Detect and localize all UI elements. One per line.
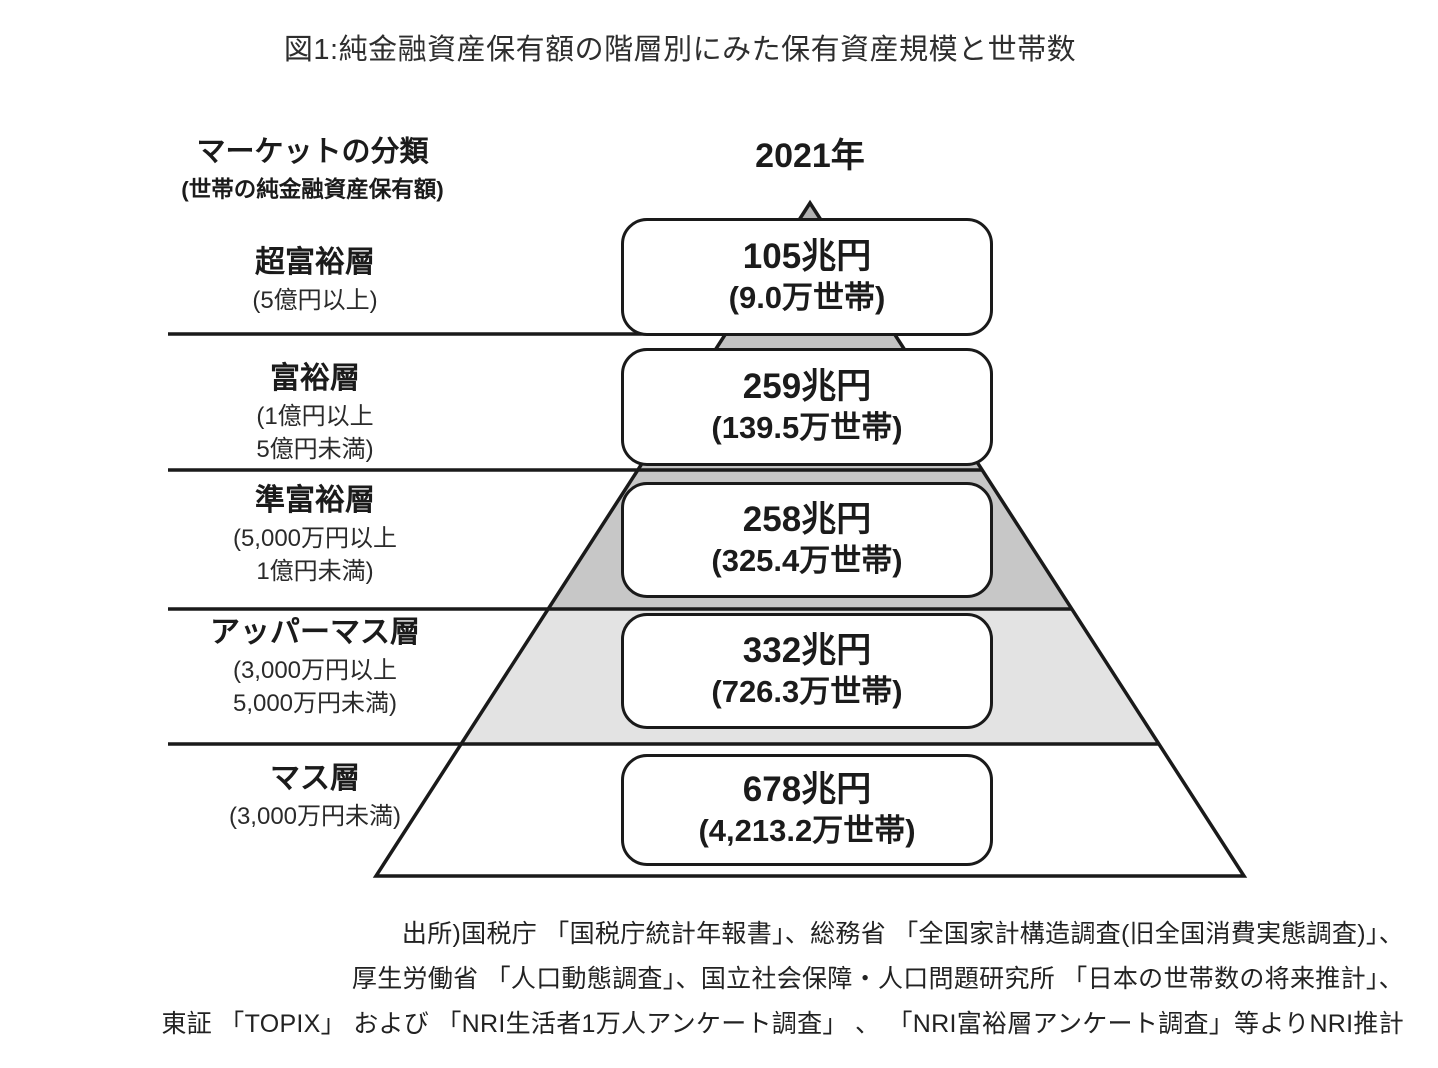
market-classification-header: マーケットの分類 (世帯の純金融資産保有額) bbox=[110, 130, 515, 206]
tier-households-value: (9.0万世帯) bbox=[728, 280, 886, 315]
tier-name: 準富裕層 bbox=[255, 484, 375, 517]
tier-name: マス層 bbox=[270, 762, 360, 795]
tier-assets-value: 332兆円 bbox=[742, 631, 872, 670]
tier-assets-value: 678兆円 bbox=[742, 770, 872, 809]
tier-label-upper-mass: アッパーマス層 (3,000万円以上 5,000万円未満) bbox=[145, 612, 485, 720]
tier-label-jun-fuyuso: 準富裕層 (5,000万円以上 1億円未満) bbox=[145, 480, 485, 588]
market-classification-sublabel: (世帯の純金融資産保有額) bbox=[181, 177, 444, 202]
tier-label-fuyuso: 富裕層 (1億円以上 5億円未満) bbox=[145, 358, 485, 466]
tier-range: (3,000万円以上 bbox=[232, 657, 398, 684]
tier-box-upper-mass: 332兆円 (726.3万世帯) bbox=[621, 613, 993, 729]
source-line-2: 厚生労働省 「人口動態調査」、国立社会保障・人口問題研究所 「日本の世帯数の将来… bbox=[351, 965, 1404, 993]
tier-name: アッパーマス層 bbox=[210, 616, 420, 649]
tier-assets-value: 105兆円 bbox=[742, 237, 872, 276]
tier-range: 1億円未満) bbox=[256, 558, 374, 585]
tier-box-jun-fuyuso: 258兆円 (325.4万世帯) bbox=[621, 482, 993, 598]
tier-range: (5億円以上) bbox=[252, 287, 378, 314]
tier-box-cho-fuyuso: 105兆円 (9.0万世帯) bbox=[621, 218, 993, 336]
tier-label-mass: マス層 (3,000万円未満) bbox=[145, 758, 485, 833]
source-line-3: 東証 「TOPIX」 および 「NRI生活者1万人アンケート調査」 、 「NRI… bbox=[161, 1010, 1404, 1038]
tier-box-fuyuso: 259兆円 (139.5万世帯) bbox=[621, 348, 993, 466]
tier-name: 超富裕層 bbox=[255, 246, 375, 279]
tier-households-value: (139.5万世帯) bbox=[711, 410, 903, 445]
pyramid-outline bbox=[372, 199, 1248, 878]
tier-assets-value: 258兆円 bbox=[742, 500, 872, 539]
year-label: 2021年 bbox=[755, 137, 865, 175]
tier-box-mass: 678兆円 (4,213.2万世帯) bbox=[621, 754, 993, 866]
tier-assets-value: 259兆円 bbox=[742, 367, 872, 406]
tier-households-value: (4,213.2万世帯) bbox=[698, 813, 916, 848]
tier-range: 5億円未満) bbox=[256, 436, 374, 463]
source-note: 出所)国税庁 「国税庁統計年報書」、総務省 「全国家計構造調査(旧全国消費実態調… bbox=[24, 912, 1404, 1047]
figure-title: 図1:純金融資産保有額の階層別にみた保有資産規模と世帯数 bbox=[283, 34, 1077, 66]
tier-range: (5,000万円以上 bbox=[232, 525, 398, 552]
tier-range: (1億円以上 bbox=[256, 403, 374, 430]
tier-name: 富裕層 bbox=[270, 362, 360, 395]
tier-households-value: (726.3万世帯) bbox=[711, 674, 903, 709]
tier-range: 5,000万円未満) bbox=[232, 690, 398, 717]
market-classification-label: マーケットの分類 bbox=[196, 136, 429, 168]
tier-range: (3,000万円未満) bbox=[228, 803, 402, 830]
tier-label-cho-fuyuso: 超富裕層 (5億円以上) bbox=[145, 242, 485, 317]
source-line-1: 出所)国税庁 「国税庁統計年報書」、総務省 「全国家計構造調査(旧全国消費実態調… bbox=[401, 920, 1404, 948]
tier-households-value: (325.4万世帯) bbox=[711, 543, 903, 578]
